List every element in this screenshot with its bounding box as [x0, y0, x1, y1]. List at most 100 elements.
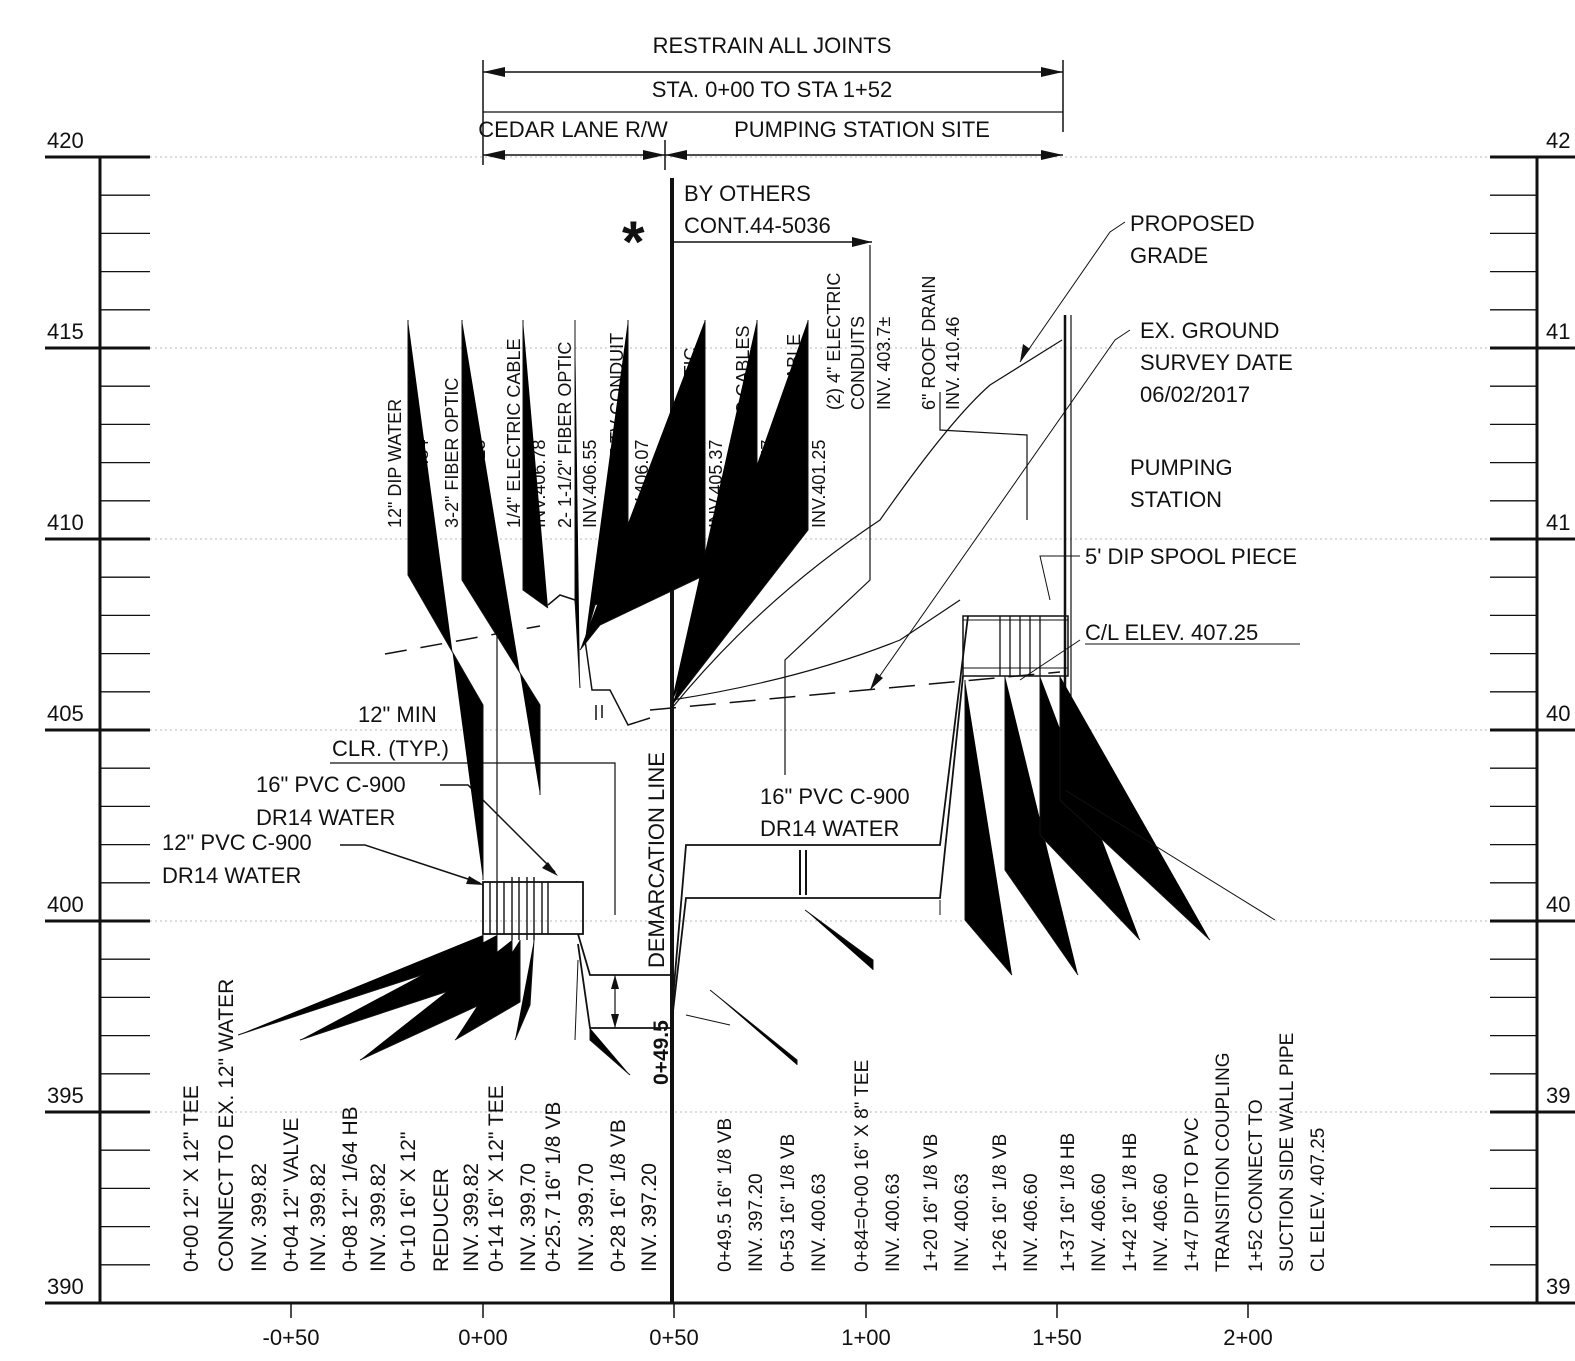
- utility-label: INV.406.55: [580, 440, 600, 528]
- y-tick-right-395: 39: [1546, 1083, 1570, 1108]
- min-clearance-label-2: CLR. (TYP.): [332, 736, 449, 761]
- callout-0152-a: 1+52 CONNECT TO: [1246, 1099, 1267, 1272]
- callout-0028-a: 0+28 16" 1/8 VB: [607, 1119, 630, 1272]
- x-tick-000: 0+00: [458, 1325, 508, 1350]
- callout-0147-b: TRANSITION COUPLING: [1213, 1052, 1234, 1272]
- proposed-grade-label-2: GRADE: [1130, 243, 1208, 268]
- utility-label: INV.401.25: [809, 440, 829, 528]
- callout-0142-a: 1+42 16" 1/8 HB: [1120, 1133, 1141, 1272]
- by-others-label: BY OTHERS: [684, 181, 811, 206]
- pump-station-structure: [962, 315, 1072, 770]
- demarcation: * BY OTHERS CONT.44-5036 DEMARCATION LIN…: [622, 178, 872, 1303]
- x-tick-m050: -0+50: [263, 1325, 320, 1350]
- demarcation-line-label: DEMARCATION LINE: [644, 752, 669, 968]
- callout-0008-a: 0+08 12" 1/64 HB: [339, 1106, 362, 1272]
- callout-0137-a: 1+37 16" 1/8 HB: [1058, 1133, 1079, 1272]
- callout-00495-b: INV. 397.20: [746, 1173, 767, 1272]
- callout-0126-a: 1+26 16" 1/8 VB: [990, 1134, 1011, 1272]
- min-clearance-label-1: 12" MIN: [358, 702, 437, 727]
- right-elevation-ruler: 42 41 41 40 40 39 39: [1490, 128, 1575, 1305]
- utility-label: CONDUITS: [848, 316, 868, 410]
- spool-piece-label: 5' DIP SPOOL PIECE: [1085, 544, 1297, 569]
- station-range-label: STA. 0+00 TO STA 1+52: [652, 77, 893, 102]
- y-tick-right-410: 41: [1546, 510, 1570, 535]
- ex-ground-label-2: SURVEY DATE: [1140, 350, 1293, 375]
- ground-profiles: [384, 245, 1063, 775]
- left-notes: 12" MIN CLR. (TYP.) 16" PVC C-900 DR14 W…: [162, 702, 910, 915]
- callout-0004-b: INV. 399.82: [307, 1163, 330, 1272]
- pvc16-right-label-1: 16" PVC C-900: [760, 784, 910, 809]
- callout-0014-b: INV. 399.70: [517, 1163, 540, 1272]
- ex-ground-label-3: 06/02/2017: [1140, 382, 1250, 407]
- utility-label: INV. 403.7±: [874, 317, 894, 410]
- callout-0152-c: CL ELEV. 407.25: [1308, 1128, 1329, 1272]
- cedar-lane-label: CEDAR LANE R/W: [478, 117, 668, 142]
- cl-elevation-label: C/L ELEV. 407.25: [1085, 620, 1258, 645]
- y-tick-390: 390: [47, 1274, 84, 1299]
- grid-lines: [150, 156, 1490, 1113]
- callout-0152-b: SUCTION SIDE WALL PIPE: [1277, 1033, 1298, 1272]
- y-tick-right-420: 42: [1546, 128, 1570, 153]
- callout-0025-a: 0+25.7 16" 1/8 VB: [542, 1102, 565, 1272]
- y-tick-400: 400: [47, 892, 84, 917]
- callout-0053-a: 0+53 16" 1/8 VB: [778, 1134, 799, 1272]
- utility-label: INV. 410.46: [943, 317, 963, 410]
- right-notes: PROPOSED GRADE EX. GROUND SURVEY DATE 06…: [869, 211, 1300, 691]
- callout-0120-a: 1+20 16" 1/8 VB: [921, 1134, 942, 1272]
- pumping-station-label-1: PUMPING: [1130, 455, 1233, 480]
- utility-label: 1/4" ELECTRIC CABLE: [504, 339, 524, 528]
- callout-0049: 0+49.5: [650, 1020, 673, 1085]
- pvc16-label-2: DR14 WATER: [256, 805, 395, 830]
- water-pipes: [482, 615, 969, 1029]
- x-tick-050: 0+50: [649, 1325, 699, 1350]
- x-tick-150: 1+50: [1032, 1325, 1082, 1350]
- callout-0000-b: CONNECT TO EX. 12" WATER: [215, 979, 238, 1272]
- y-tick-right-400: 40: [1546, 892, 1570, 917]
- pvc16-right-label-2: DR14 WATER: [760, 816, 899, 841]
- callout-0028-b: INV. 397.20: [638, 1163, 661, 1272]
- utility-label: 3-2" FIBER OPTIC: [442, 378, 462, 528]
- callout-0053-b: INV. 400.63: [809, 1173, 830, 1272]
- callout-0084-a: 0+84=0+00 16" X 8" TEE: [852, 1060, 873, 1272]
- y-tick-right-415: 41: [1546, 319, 1570, 344]
- y-tick-415: 415: [47, 319, 84, 344]
- proposed-grade-label-1: PROPOSED: [1130, 211, 1255, 236]
- callout-0120-b: INV. 400.63: [952, 1173, 973, 1272]
- pumping-station-label-2: STATION: [1130, 487, 1222, 512]
- utility-label: 6" ROOF DRAIN: [919, 276, 939, 410]
- x-tick-200: 2+00: [1223, 1325, 1273, 1350]
- utility-label: (2) 4" ELECTRIC: [824, 273, 844, 410]
- asterisk: *: [622, 210, 645, 275]
- utility-labels: 12" DIP WATER INV.399.84 3-2" FIBER OPTI…: [385, 273, 963, 880]
- callout-0010-c: INV. 399.82: [460, 1163, 483, 1272]
- utility-label: 12" DIP WATER: [385, 399, 405, 528]
- y-tick-410: 410: [47, 510, 84, 535]
- y-tick-395: 395: [47, 1083, 84, 1108]
- callout-0147-a: 1+47 DIP TO PVC: [1182, 1117, 1203, 1272]
- restrain-joints-label: RESTRAIN ALL JOINTS: [653, 33, 892, 58]
- ex-ground-label-1: EX. GROUND: [1140, 318, 1279, 343]
- contract-label: CONT.44-5036: [684, 213, 831, 238]
- callout-0084-b: INV. 400.63: [883, 1173, 904, 1272]
- x-tick-100: 1+00: [841, 1325, 891, 1350]
- left-elevation-ruler: 420 415 410 405 400 395 390: [45, 128, 150, 1305]
- station-callouts: 0+00 12" X 12" TEE CONNECT TO EX. 12" WA…: [180, 676, 1329, 1272]
- callout-0010-a: 0+10 16" X 12": [397, 1132, 420, 1272]
- utility-label: 2- 1-1/2" FIBER OPTIC: [555, 342, 575, 528]
- callout-00495-a: 0+49.5 16" 1/8 VB: [715, 1118, 736, 1272]
- y-tick-420: 420: [47, 128, 84, 153]
- pvc12-label-2: DR14 WATER: [162, 863, 301, 888]
- callout-0010-b: REDUCER: [430, 1168, 453, 1272]
- callout-0000-a: 0+00 12" X 12" TEE: [180, 1085, 203, 1272]
- station-axis: -0+50 0+00 0+50 1+00 1+50 2+00: [100, 1301, 1490, 1350]
- header-dimensions: RESTRAIN ALL JOINTS STA. 0+00 TO STA 1+5…: [478, 33, 1064, 170]
- y-tick-405: 405: [47, 701, 84, 726]
- callout-0025-b: INV. 399.70: [575, 1163, 598, 1272]
- callout-0004-a: 0+04 12" VALVE: [280, 1118, 303, 1272]
- callout-0008-b: INV. 399.82: [367, 1163, 390, 1272]
- pumping-site-label: PUMPING STATION SITE: [734, 117, 990, 142]
- callout-0142-b: INV. 406.60: [1151, 1173, 1172, 1272]
- callout-0126-b: INV. 406.60: [1021, 1173, 1042, 1272]
- callout-0000-c: INV. 399.82: [248, 1163, 271, 1272]
